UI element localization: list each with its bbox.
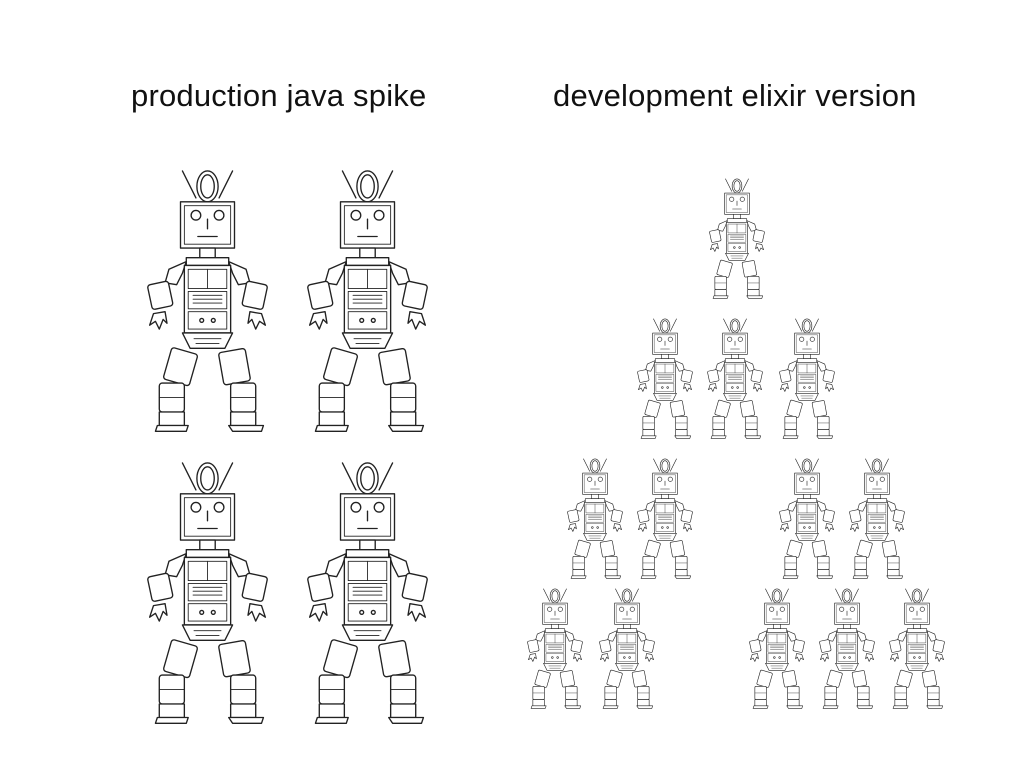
robot-icon xyxy=(567,458,623,579)
robot-icon xyxy=(749,588,805,709)
robot-icon xyxy=(146,462,269,724)
robot-icon xyxy=(637,318,693,439)
robot-icon xyxy=(599,588,655,709)
robot-icon xyxy=(819,588,875,709)
robot-icon xyxy=(637,458,693,579)
robot-icon xyxy=(146,170,269,432)
left-title: production java spike xyxy=(131,78,427,113)
right-title: development elixir version xyxy=(553,78,917,113)
robot-icon xyxy=(306,170,429,432)
robot-icon xyxy=(889,588,945,709)
robot-icon xyxy=(779,318,835,439)
robot-icon xyxy=(709,178,765,299)
robot-icon xyxy=(527,588,583,709)
robot-icon xyxy=(707,318,763,439)
robot-icon xyxy=(779,458,835,579)
robot-icon xyxy=(849,458,905,579)
robot-icon xyxy=(306,462,429,724)
